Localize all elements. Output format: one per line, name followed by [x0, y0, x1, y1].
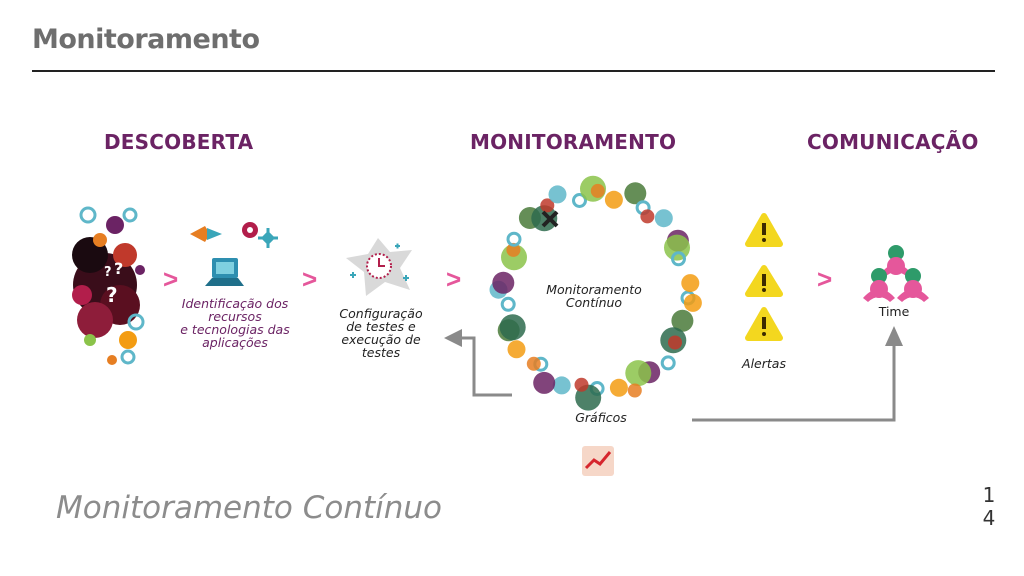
ring-blob	[549, 185, 567, 203]
caption-charts: Gráficos	[566, 411, 636, 424]
question-cluster-icon: ? ? ?	[72, 208, 145, 365]
team-icon	[863, 245, 929, 302]
svg-text:?: ?	[104, 265, 112, 280]
clock-icon	[346, 238, 412, 296]
tools-icon	[190, 222, 278, 248]
laptop-icon	[205, 258, 244, 286]
ring-blob	[628, 384, 642, 398]
ring-blob	[668, 336, 682, 350]
ring-blob	[664, 235, 690, 261]
arrowhead-up	[885, 326, 903, 346]
ring-blob	[500, 314, 526, 340]
ring-blob	[640, 209, 654, 223]
flow-arrow-1: >	[163, 264, 178, 295]
ring-blob	[662, 357, 674, 369]
chart-icon	[582, 446, 614, 476]
ring-blob	[492, 272, 514, 294]
arrowhead-left	[444, 329, 462, 347]
ring-blob	[553, 376, 571, 394]
svg-text:?: ?	[106, 283, 118, 307]
flow-arrow-3: >	[446, 264, 461, 295]
ring-blob	[625, 360, 651, 386]
caption-configuration: Configuração de testes e execução de tes…	[330, 307, 432, 359]
ring-blob	[502, 298, 514, 310]
ring-blob	[605, 191, 623, 209]
ring-blob	[575, 378, 589, 392]
page-number: 1 4	[980, 484, 998, 530]
ring-blob	[655, 209, 673, 227]
caption-identification: Identificação dos recursos e tecnologias…	[178, 297, 292, 349]
ring-blob	[591, 184, 605, 198]
svg-text:?: ?	[114, 259, 123, 278]
ring-blob	[508, 340, 526, 358]
ring-blob	[684, 294, 702, 312]
caption-continuous: Monitoramento Contínuo	[543, 283, 645, 309]
ring-blob	[533, 372, 555, 394]
flow-arrow-2: >	[302, 264, 317, 295]
warning-icon	[748, 216, 780, 338]
ring-blob	[527, 357, 541, 371]
flow-arrow-4: >	[817, 264, 832, 295]
ring-blob	[610, 379, 628, 397]
caption-alerts: Alertas	[734, 357, 794, 370]
caption-team: Time	[874, 305, 914, 318]
ring-blob	[681, 274, 699, 292]
slide-subtitle: Monitoramento Contínuo	[56, 490, 442, 526]
